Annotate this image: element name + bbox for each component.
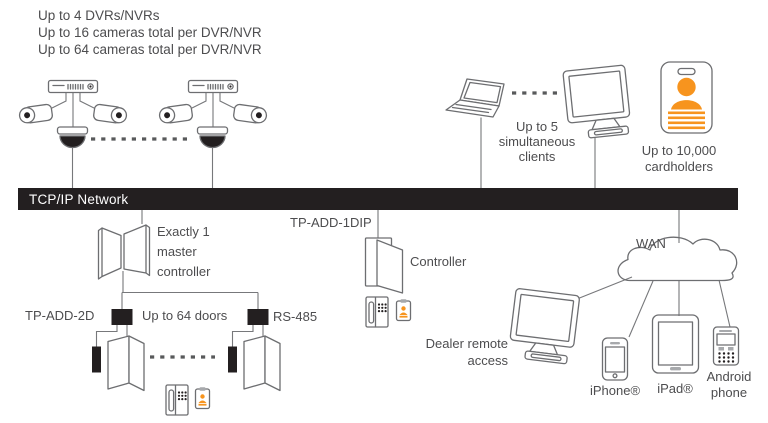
master-line-2: master — [157, 244, 197, 259]
tp-add-2d-label: TP-ADD-2D — [25, 308, 95, 323]
wan-cloud-icon — [617, 236, 738, 282]
dome-camera-icon — [56, 126, 89, 149]
io-to-door-lines — [95, 325, 128, 347]
dvr-limits-note: Up to 4 DVRs/NVRs Up to 16 cameras total… — [38, 7, 262, 58]
card-reader-icon — [92, 346, 101, 373]
dvr-camera-cluster-1 — [18, 79, 128, 188]
dealer-line-2: access — [467, 353, 508, 368]
dvr-limits-line-3: Up to 64 cameras total per DVR/NVR — [38, 42, 262, 57]
iphone-label: iPhone® — [589, 383, 641, 398]
ipad-icon — [651, 314, 700, 374]
controller-label: Controller — [410, 254, 467, 269]
dealer-line-1: Dealer remote — [425, 336, 508, 351]
clients-line-2: simultaneous — [498, 134, 576, 149]
io-to-door-lines — [231, 325, 264, 347]
cluster-connector-lines — [189, 93, 237, 127]
tcpip-network-label: TCP/IP Network — [29, 191, 129, 207]
master-controller-enclosure-icon — [97, 224, 151, 280]
master-line-3: controller — [157, 264, 211, 279]
android-phone-icon — [712, 326, 740, 366]
tp-add-1dip-label: TP-ADD-1DIP — [290, 215, 372, 230]
io-module-icon — [247, 309, 269, 325]
dvr-icon — [187, 79, 239, 94]
doors-count-label: Up to 64 doors — [142, 308, 228, 323]
wan-to-device-lines — [576, 276, 731, 338]
cardholders-line-1: Up to 10,000 — [641, 143, 717, 158]
master-to-io-bus — [121, 271, 259, 309]
clients-line-3: clients — [518, 149, 556, 164]
android-line-1: Android — [706, 369, 752, 384]
rs485-label: RS-485 — [273, 309, 318, 324]
tcpip-network-bar: TCP/IP Network — [18, 188, 738, 210]
wan-label: WAN — [636, 236, 666, 251]
clients-label: Up to 5 simultaneous clients — [477, 119, 597, 164]
ipad-label: iPad® — [657, 381, 693, 396]
door-icon — [243, 335, 281, 392]
android-line-2: phone — [710, 385, 748, 400]
bullet-camera-icon — [233, 103, 268, 124]
id-card-icon — [660, 61, 713, 134]
controller-enclosure-icon — [364, 237, 404, 294]
dvr-limits-line-1: Up to 4 DVRs/NVRs — [38, 8, 160, 23]
dvr-camera-cluster-2 — [158, 79, 268, 188]
badge-icon — [395, 299, 412, 322]
cluster-connector-lines — [49, 93, 97, 127]
dealer-remote-access-label: Dealer remote access — [408, 335, 508, 369]
badge-icon — [194, 387, 211, 410]
desktop-monitor-icon — [562, 64, 631, 139]
bullet-camera-icon — [18, 103, 53, 124]
door-icon — [107, 335, 145, 392]
card-reader-icon — [228, 346, 237, 373]
io-module-icon — [111, 309, 133, 325]
dvr-limits-line-2: Up to 16 cameras total per DVR/NVR — [38, 25, 262, 40]
dealer-monitor-icon — [509, 288, 580, 365]
android-phone-label: Android phone — [695, 369, 763, 401]
iphone-icon — [601, 337, 629, 381]
master-line-1: Exactly 1 — [157, 224, 210, 239]
intercom-icon — [165, 384, 189, 416]
dome-camera-icon — [196, 126, 229, 149]
cardholders-line-2: cardholders — [645, 159, 713, 174]
master-controller-label: Exactly 1 master controller — [157, 222, 210, 282]
cardholders-label: Up to 10,000 cardholders — [619, 143, 739, 175]
clients-line-1: Up to 5 — [516, 119, 558, 134]
intercom-icon — [365, 296, 389, 328]
bullet-camera-icon — [93, 103, 128, 124]
bullet-camera-icon — [158, 103, 193, 124]
laptop-icon — [445, 78, 505, 118]
dvr-icon — [47, 79, 99, 94]
